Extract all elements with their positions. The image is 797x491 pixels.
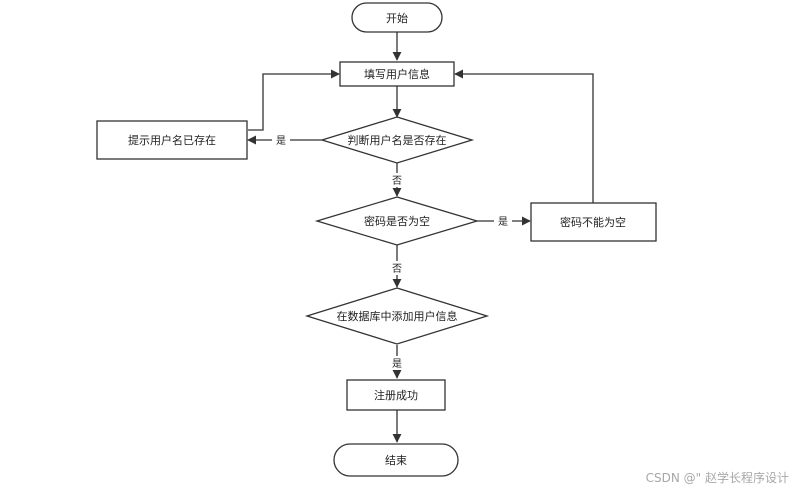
- node-fill-info: 填写用户信息: [339, 61, 455, 87]
- node-end: 结束: [333, 443, 459, 477]
- node-password-empty-check: 密码是否为空: [314, 196, 480, 246]
- edge-label-username-no: 否: [392, 175, 402, 187]
- node-start: 开始: [351, 2, 443, 33]
- process-shape: [339, 61, 455, 87]
- edge-label-password-no: 否: [392, 263, 402, 275]
- edge-exists-back-to-fill: [248, 69, 340, 131]
- node-fill-info-label: 填写用户信息: [364, 67, 430, 81]
- process-shape: [530, 202, 657, 242]
- node-password-required-label: 密码不能为空: [560, 215, 626, 229]
- node-check-username-label: 判断用户名是否存在: [348, 133, 447, 147]
- edge-label-password-yes: 是: [498, 216, 508, 228]
- decision-shape: [319, 116, 475, 164]
- edge-labels: 是 否 是 否 是: [272, 133, 512, 370]
- edge-required-back-to-fill: [454, 69, 594, 203]
- node-success-label: 注册成功: [374, 388, 418, 402]
- node-check-username: 判断用户名是否存在: [319, 116, 475, 164]
- decision-shape: [304, 287, 490, 345]
- node-username-exists: 提示用户名已存在: [96, 120, 248, 160]
- terminator-shape: [351, 2, 443, 33]
- node-success: 注册成功: [346, 379, 446, 411]
- node-add-to-db: 在数据库中添加用户信息: [304, 287, 490, 345]
- terminator-shape: [333, 443, 459, 477]
- node-password-required: 密码不能为空: [530, 202, 657, 242]
- node-end-label: 结束: [385, 454, 407, 467]
- edge-label-username-yes: 是: [276, 135, 286, 147]
- watermark-text: CSDN @" 赵学长程序设计: [646, 470, 789, 485]
- process-shape: [346, 379, 446, 411]
- process-shape: [96, 120, 248, 160]
- decision-shape: [314, 196, 480, 246]
- edge-label-db-yes: 是: [392, 358, 402, 370]
- node-password-empty-check-label: 密码是否为空: [364, 214, 430, 228]
- node-start-label: 开始: [386, 11, 408, 25]
- node-add-to-db-label: 在数据库中添加用户信息: [337, 309, 458, 323]
- node-username-exists-label: 提示用户名已存在: [128, 133, 216, 147]
